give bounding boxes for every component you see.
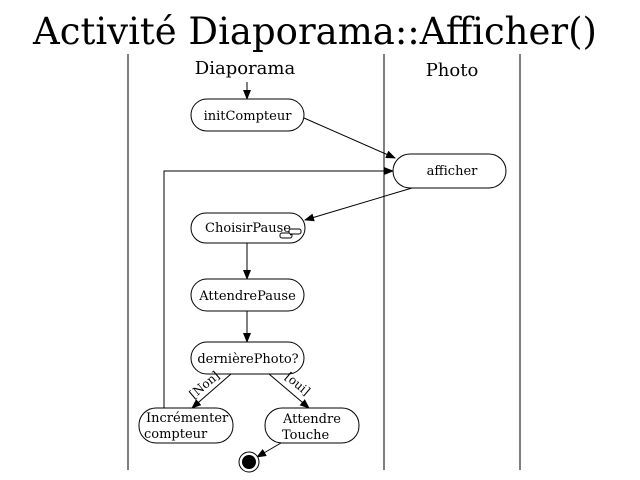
diagram-title: Activité Diaporama::Afficher(): [32, 10, 597, 53]
activity-initcompteur-label: initCompteur: [204, 109, 293, 124]
activity-attendretouche-label-line1: Attendre: [282, 412, 341, 427]
edge-derniere-incrementer: [191, 373, 232, 409]
activity-dernierephoto-label: dernièrePhoto?: [197, 352, 298, 367]
edge-afficher-choisir: [304, 187, 413, 222]
activity-choisirpause: [190, 212, 306, 244]
edge-init-afficher: [303, 117, 396, 159]
final-state-icon: [238, 451, 260, 473]
activity-attendretouche: [264, 407, 360, 444]
activity-afficher-label: afficher: [427, 164, 478, 179]
rake-icon: [279, 228, 302, 239]
activity-incrementer-label-line2: compteur: [144, 427, 208, 442]
lane-header-photo: Photo: [426, 60, 479, 81]
edge-attendretouche-final: [256, 442, 282, 458]
activity-attendretouche-label-line2: Touche: [282, 428, 330, 443]
activity-dernierephoto: [190, 341, 305, 375]
lane-header-diaporama: Diaporama: [195, 58, 296, 79]
edge-loop-incrementer-afficher: [163, 167, 394, 409]
activity-initcompteur: [190, 98, 305, 132]
edge-derniere-attendretouche: [268, 373, 310, 409]
activity-choisirpause-label: ChoisirPause: [205, 221, 291, 236]
activity-attendrepause-label: AttendrePause: [198, 289, 296, 304]
activity-incrementer: [138, 407, 234, 444]
guard-oui: [oui]: [282, 370, 313, 399]
activity-incrementer-label-line1: Incrémenter: [146, 411, 229, 426]
